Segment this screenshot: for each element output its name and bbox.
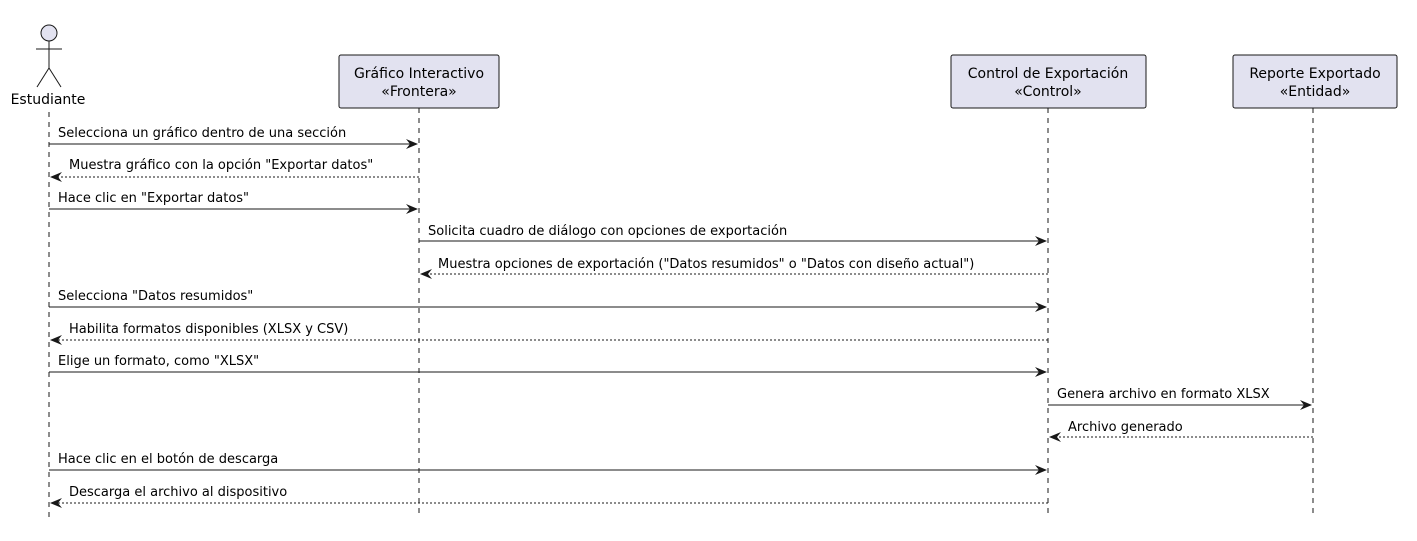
message-7: Habilita formatos disponibles (XLSX y CS… xyxy=(50,322,1048,345)
participant-name: Gráfico Interactivo xyxy=(354,66,484,82)
message-8: Elige un formato, como "XLSX" xyxy=(49,354,1047,377)
message-label: Descarga el archivo al dispositivo xyxy=(69,485,287,500)
participant-box xyxy=(1232,54,1398,109)
message-label: Elige un formato, como "XLSX" xyxy=(58,354,259,369)
message-6: Selecciona "Datos resumidos" xyxy=(49,289,1047,312)
messages: Selecciona un gráfico dentro de una secc… xyxy=(49,126,1313,508)
participant-stereotype: «Frontera» xyxy=(381,84,457,100)
message-9: Genera archivo en formato XLSX xyxy=(1048,387,1312,410)
message-5: Muestra opciones de exportación ("Datos … xyxy=(420,257,1048,279)
message-10: Archivo generado xyxy=(1049,420,1313,442)
message-label: Genera archivo en formato XLSX xyxy=(1057,387,1270,402)
participant-name: Control de Exportación xyxy=(968,66,1128,82)
lifelines xyxy=(48,108,1314,518)
message-label: Selecciona "Datos resumidos" xyxy=(58,289,253,304)
message-2: Muestra gráfico con la opción "Exportar … xyxy=(50,158,419,182)
message-label: Muestra gráfico con la opción "Exportar … xyxy=(69,158,373,173)
participant-reporte: Reporte Exportado «Entidad» xyxy=(1232,54,1398,109)
actor-estudiante: Estudiante xyxy=(11,24,86,108)
message-label: Selecciona un gráfico dentro de una secc… xyxy=(58,126,346,141)
participant-stereotype: «Control» xyxy=(1014,84,1082,100)
message-12: Descarga el archivo al dispositivo xyxy=(50,485,1048,508)
participant-stereotype: «Entidad» xyxy=(1280,84,1351,100)
message-label: Muestra opciones de exportación ("Datos … xyxy=(438,257,974,272)
message-1: Selecciona un gráfico dentro de una secc… xyxy=(49,126,418,149)
participant-name: Reporte Exportado xyxy=(1249,66,1380,82)
participant-control: Control de Exportación «Control» xyxy=(950,54,1147,109)
participant-grafico: Gráfico Interactivo «Frontera» xyxy=(338,54,500,109)
participant-box xyxy=(950,54,1147,109)
message-label: Hace clic en el botón de descarga xyxy=(58,452,278,467)
participant-box xyxy=(338,54,500,109)
message-label: Archivo generado xyxy=(1068,420,1183,435)
message-label: Habilita formatos disponibles (XLSX y CS… xyxy=(69,322,348,337)
message-4: Solicita cuadro de diálogo con opciones … xyxy=(419,224,1047,246)
message-11: Hace clic en el botón de descarga xyxy=(49,452,1047,475)
actor-label: Estudiante xyxy=(11,92,86,108)
message-3: Hace clic en "Exportar datos" xyxy=(49,191,418,214)
message-label: Solicita cuadro de diálogo con opciones … xyxy=(428,224,787,239)
actor-stick-figure-icon xyxy=(36,24,62,88)
message-label: Hace clic en "Exportar datos" xyxy=(58,191,249,206)
